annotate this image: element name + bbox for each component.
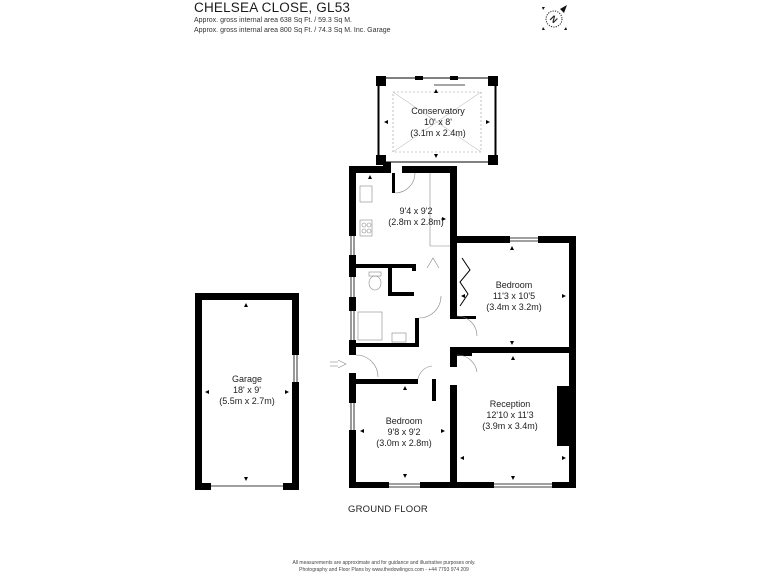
conservatory	[376, 76, 498, 165]
header: CHELSEA CLOSE, GL53 Approx. gross intern…	[194, 0, 391, 36]
room-garage: Garage 18' x 9' (5.5m x 2.7m)	[219, 374, 275, 406]
house-walls	[349, 162, 576, 488]
footer: All measurements are approximate and for…	[0, 560, 768, 574]
room-bedroom-1: Bedroom 11'3 x 10'5 (3.4m x 3.2m)	[486, 280, 542, 312]
dimension-arrows	[205, 89, 566, 481]
area-line-2: Approx. gross internal area 800 Sq Ft. /…	[194, 27, 391, 34]
property-title: CHELSEA CLOSE, GL53	[194, 0, 351, 15]
house-windows	[350, 236, 552, 488]
room-conservatory: Conservatory 10' x 8' (3.1m x 2.4m)	[410, 106, 466, 138]
credits: Photography and Floor Plans by www.thedo…	[299, 567, 469, 573]
doors-and-fixtures	[330, 172, 478, 380]
floor-label: GROUND FLOOR	[348, 504, 428, 515]
svg-text:N: N	[548, 14, 560, 26]
garage-walls	[195, 293, 299, 490]
disclaimer: All measurements are approximate and for…	[292, 560, 476, 566]
room-kitchen: 9'4 x 9'2 (2.8m x 2.8m)	[388, 206, 444, 227]
north-compass-icon: N	[540, 3, 570, 33]
area-line-1: Approx. gross internal area 638 Sq Ft. /…	[194, 17, 352, 24]
room-bedroom-2: Bedroom 9'8 x 9'2 (3.0m x 2.8m)	[376, 416, 432, 448]
room-reception: Reception 12'10 x 11'3 (3.9m x 3.4m)	[482, 399, 538, 431]
